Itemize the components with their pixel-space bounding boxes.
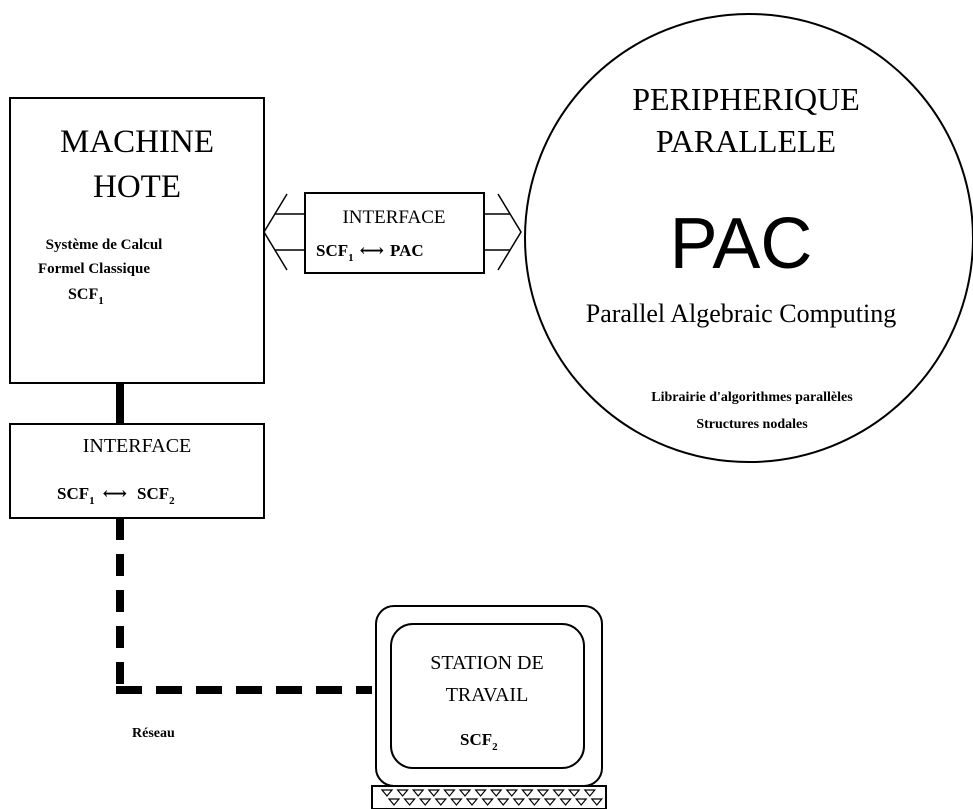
host-title-line1: MACHINE [60,124,214,160]
keyboard-key [450,798,463,806]
station-scf-text: SCF [460,730,492,749]
pac-interface-left-index: 1 [348,252,354,264]
peripheral-title-line2: PARALLELE [656,123,836,159]
keyboard-key [590,798,604,806]
left-arrowhead-icon [263,193,288,271]
scf-interface: INTERFACE SCF1⟷SCF2 [9,423,265,519]
scf-interface-left-index: 1 [89,495,95,507]
keyboard-key [443,789,456,797]
pac-acronym: PAC [670,204,813,284]
station-scf: SCF2 [460,730,498,753]
host-scf-text: SCF [68,286,98,303]
scf-interface-box [9,423,265,519]
pac-interface-box [304,192,485,274]
keyboard-key [496,798,510,806]
right-arrow-shaft [484,213,510,251]
host-machine-box [9,97,265,384]
double-arrow-host-pac [263,193,522,271]
host-machine: MACHINE HOTE Système de Calcul Formel Cl… [9,97,265,384]
pac-interface-right: PAC [390,241,424,260]
keyboard-key [583,789,597,797]
keyboard-key [552,789,565,797]
keyboard-key [465,798,479,806]
keyboard-key [474,789,487,797]
peripheral-title-line1: PERIPHERIQUE [632,81,860,117]
keyboard-key [380,789,394,797]
keyboard-key [387,798,401,806]
station-title-line2: TRAVAIL [446,684,529,706]
keyboard-key [559,798,572,806]
monitor-screen [390,623,585,769]
network-link [116,383,372,694]
scf-interface-right-index: 2 [169,495,175,507]
keyboard-key [505,789,519,797]
parallel-peripheral: PERIPHERIQUE PARALLELE PAC Parallel Alge… [524,13,973,463]
scf-interface-mapping: SCF1⟷SCF2 [57,484,175,507]
keyboard-key [403,798,416,806]
keyboard-key [512,798,526,806]
keyboard-key [489,789,503,797]
keyboard-key [427,789,441,797]
station-title-line1: STATION DE [430,652,543,674]
station-scf-index: 2 [492,741,498,753]
host-desc-line2: Formel Classique [38,261,150,277]
workstation: STATION DE TRAVAIL SCF2 [371,605,607,809]
pac-expansion: Parallel Algebraic Computing [586,299,897,328]
library-label: Librairie d'algorithmes parallèles [651,390,853,405]
keyboard-key [574,798,588,806]
keyboard-key [411,789,425,797]
structures-label: Structures nodales [696,417,808,432]
scf-interface-left: SCF [57,484,89,503]
bidirectional-arrow-icon: ⟷ [360,241,384,260]
network-label: Réseau [132,726,175,741]
host-scf-index: 1 [98,295,104,307]
pac-interface-mapping: SCF1 ⟷ PAC [316,241,424,264]
host-desc-line1: Système de Calcul [46,237,163,253]
scf-interface-right: SCF [137,484,169,503]
keyboard-key [567,789,581,797]
host-title-line2: HOTE [93,169,181,205]
pac-interface-left: SCF [316,241,348,260]
keyboard-key [543,798,557,806]
keyboard-key [458,789,472,797]
bidirectional-arrow-icon: ⟷ [103,484,127,503]
keyboard-key [434,798,448,806]
keyboard-key [536,789,550,797]
keyboard-key [528,798,541,806]
left-arrow-shaft [275,213,305,251]
keyboard-key [418,798,432,806]
scf-interface-title: INTERFACE [83,435,192,457]
keyboard-key [481,798,494,806]
host-scf-label: SCF1 [68,286,104,307]
keyboard-key [396,789,409,797]
keyboard-keys [380,789,604,806]
pac-interface-title: INTERFACE [342,207,445,228]
pac-interface: INTERFACE SCF1 ⟷ PAC [304,192,485,274]
peripheral-circle [524,13,973,463]
right-arrowhead-icon [497,193,522,271]
keyboard-key [521,789,534,797]
